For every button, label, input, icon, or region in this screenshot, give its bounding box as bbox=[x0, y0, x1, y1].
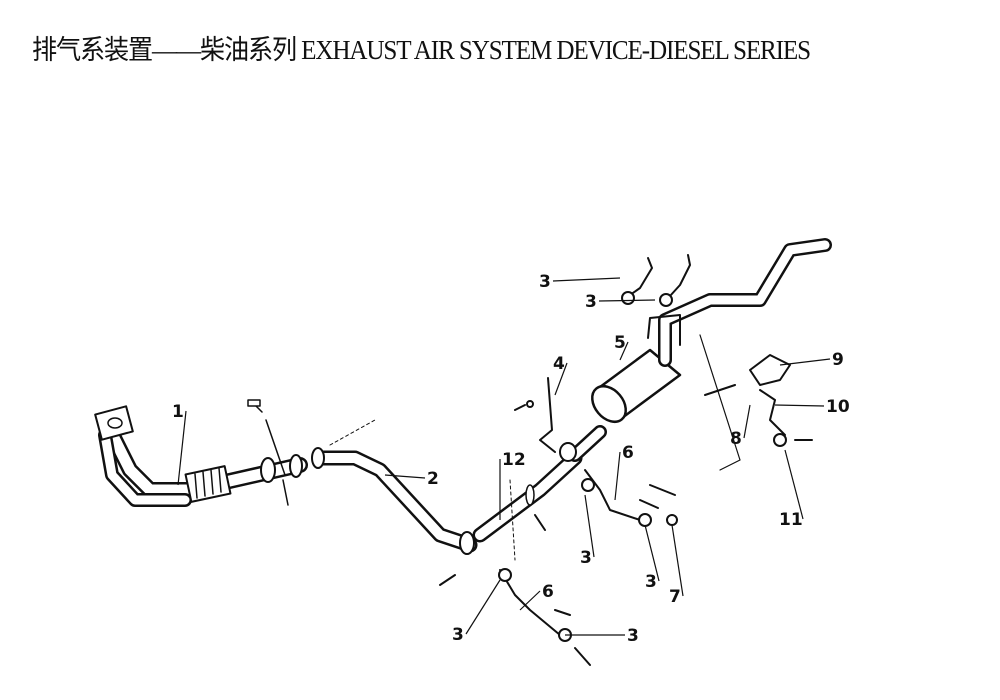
part-callout-3: 3 bbox=[645, 572, 657, 592]
part-callout-3: 3 bbox=[452, 625, 464, 645]
part-callout-10: 10 bbox=[826, 397, 850, 417]
part-callout-9: 9 bbox=[832, 350, 844, 370]
leader-line bbox=[519, 590, 541, 611]
leader-line bbox=[619, 341, 629, 361]
part-callout-2: 2 bbox=[427, 469, 439, 489]
intermediate-pipe bbox=[311, 419, 478, 555]
leader-line bbox=[614, 451, 621, 501]
leader-line bbox=[177, 410, 187, 486]
leader-line bbox=[584, 494, 595, 558]
leader-line bbox=[552, 277, 621, 282]
part-callout-11: 11 bbox=[779, 510, 803, 530]
leader-line bbox=[644, 524, 660, 582]
part-callout-3: 3 bbox=[580, 548, 592, 568]
part-callout-7: 7 bbox=[669, 587, 681, 607]
part-callout-6: 6 bbox=[542, 582, 554, 602]
leader-line bbox=[774, 404, 825, 407]
leader-line bbox=[465, 579, 501, 635]
part-callout-8: 8 bbox=[730, 429, 742, 449]
part-callout-5: 5 bbox=[614, 333, 626, 353]
part-callout-1: 1 bbox=[172, 402, 184, 422]
diagram-title: 排气系装置——柴油系列 EXHAUST AIR SYSTEM DEVICE-DI… bbox=[32, 35, 811, 65]
connecting-pipe bbox=[472, 450, 583, 561]
leader-line bbox=[598, 299, 656, 302]
front-exhaust-pipe bbox=[94, 399, 308, 507]
part-callout-12: 12 bbox=[502, 450, 526, 470]
part-callout-3: 3 bbox=[539, 272, 551, 292]
leader-line bbox=[384, 474, 426, 479]
part-callout-3: 3 bbox=[585, 292, 597, 312]
leader-line bbox=[554, 362, 568, 396]
muffler bbox=[559, 238, 832, 471]
leader-line bbox=[743, 404, 751, 439]
part-callout-4: 4 bbox=[553, 354, 565, 374]
leader-line bbox=[671, 524, 684, 597]
part-callout-6: 6 bbox=[622, 443, 634, 463]
leader-line bbox=[779, 358, 831, 366]
leader-line bbox=[784, 449, 804, 520]
part-callout-3: 3 bbox=[627, 626, 639, 646]
